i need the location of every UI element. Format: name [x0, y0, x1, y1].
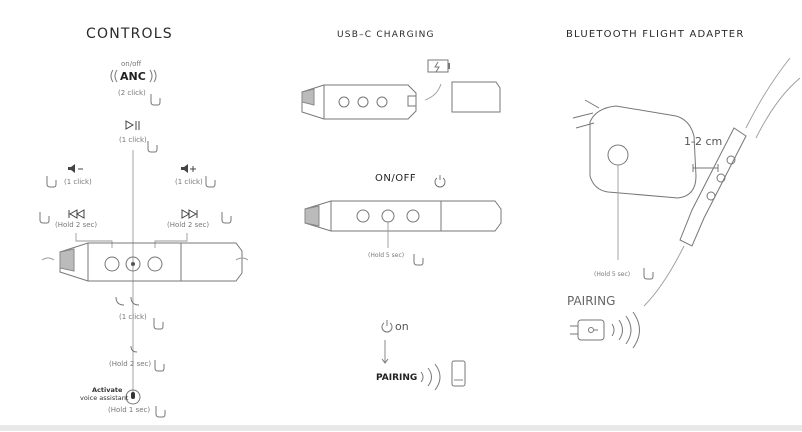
usb-hand-icon: [413, 254, 424, 266]
play-pause-icon: [125, 120, 140, 130]
bt-pairing-waves-icon: [611, 311, 640, 349]
voice-label-2: voice assistant: [80, 394, 129, 402]
bt-pairing-label: PAIRING: [567, 294, 616, 308]
flight-adapter-device: [572, 99, 697, 260]
bt-remote: [643, 57, 801, 307]
controls-title: CONTROLS: [86, 26, 173, 42]
usb-title: USB–C CHARGING: [337, 30, 435, 40]
call-click-label: (1 click): [119, 313, 147, 321]
vol-down-click-label: (1 click): [64, 178, 92, 186]
next-hold-label: (Hold 2 sec): [167, 221, 210, 229]
previous-track-icon: [68, 209, 85, 219]
usb-remote-top: [301, 81, 501, 120]
controls-remote: [41, 242, 249, 282]
down-arrow-icon: [381, 340, 389, 364]
power-icon: [434, 175, 446, 188]
usb-hold-label: (Hold 5 sec): [368, 252, 405, 259]
volume-up-icon: [181, 164, 196, 173]
plug-adapter-icon: [570, 319, 605, 341]
distance-marker: [692, 164, 719, 172]
bottom-divider: [0, 425, 802, 431]
onoff-label: ON/OFF: [375, 173, 417, 184]
battery-charging-icon: [427, 59, 450, 73]
call-hold-label: (Hold 2 sec): [109, 360, 152, 368]
call-icons: [115, 296, 140, 306]
usb-remote-middle: [304, 200, 502, 248]
vol-up-click-label: (1 click): [175, 178, 203, 186]
on-label: on: [395, 320, 409, 333]
usb-pairing-label: PAIRING: [376, 373, 418, 383]
volume-down-icon: [68, 164, 83, 173]
anc-label: ANC: [120, 70, 146, 83]
phone-icon: [451, 360, 466, 387]
call-reject-icon: [130, 345, 138, 353]
power-on-icon: [381, 320, 393, 333]
hand-icons: [39, 94, 232, 418]
anc-click-label: (2 click): [118, 89, 146, 97]
bt-hold-label: (Hold 5 sec): [594, 271, 631, 278]
voice-hold-label: (Hold 1 sec): [108, 406, 151, 414]
anc-waves-icon: [110, 69, 157, 83]
prev-connector: [75, 233, 113, 248]
prev-hold-label: (Hold 2 sec): [55, 221, 98, 229]
voice-label-1: Activate: [92, 386, 123, 394]
next-track-icon: [181, 209, 198, 219]
anc-top-label: on/off: [121, 60, 142, 68]
microphone-icon: [125, 389, 141, 405]
usb-pairing-waves-icon: [420, 363, 441, 391]
bluetooth-title: BLUETOOTH FLIGHT ADAPTER: [566, 29, 745, 40]
bt-hand-icon: [643, 268, 654, 280]
next-connector: [154, 233, 188, 248]
play-click-label: (1 click): [119, 136, 147, 144]
distance-label: 1-2 cm: [684, 135, 723, 148]
